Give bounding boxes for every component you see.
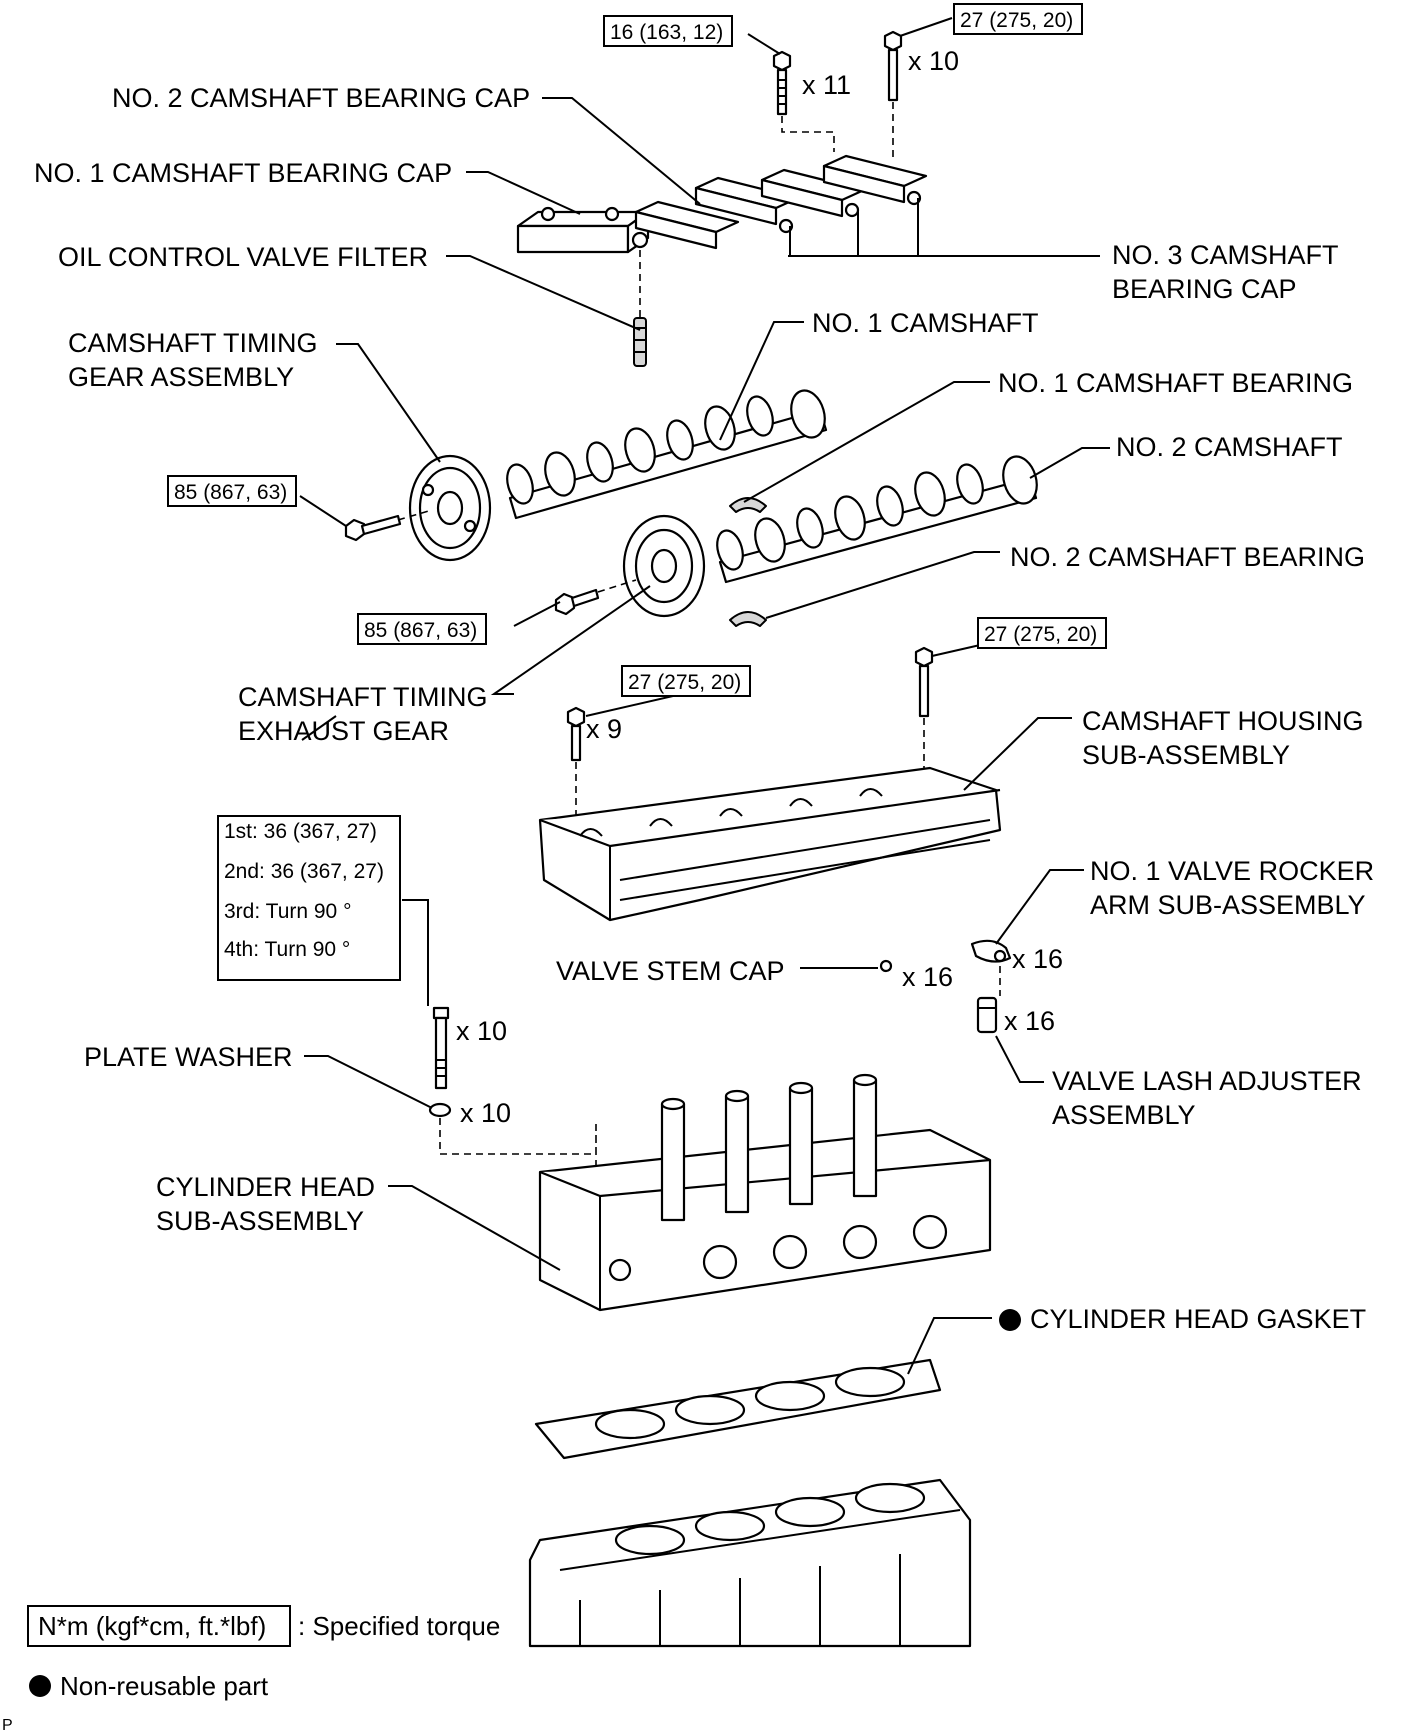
- label-valve-lash-adjuster-line1: VALVE LASH ADJUSTER: [1052, 1066, 1362, 1096]
- legend-non-reusable-dot: [29, 1675, 51, 1697]
- head-bolt-step-1: 1st: 36 (367, 27): [224, 820, 377, 843]
- oil-control-valve-filter: [633, 250, 647, 367]
- label-no3-camshaft-bearing-cap-line1: NO. 3 CAMSHAFT: [1112, 240, 1339, 270]
- label-camshaft-timing-gear-line2: GEAR ASSEMBLY: [68, 362, 294, 392]
- camshaft-bearing-2: [729, 611, 767, 627]
- label-camshaft-timing-gear-line1: CAMSHAFT TIMING: [68, 328, 318, 358]
- leader-lines: [299, 17, 1110, 1375]
- camshaft-bearing-1: [729, 497, 767, 513]
- label-cylinder-head-line1: CYLINDER HEAD: [156, 1172, 375, 1202]
- label-no1-valve-rocker-line1: NO. 1 VALVE ROCKER: [1090, 856, 1374, 886]
- label-no1-camshaft-bearing: NO. 1 CAMSHAFT BEARING: [998, 368, 1353, 398]
- timing-gear-exhaust: [622, 514, 706, 618]
- head-bolt-step-4: 4th: Turn 90 °: [224, 938, 350, 961]
- label-cylinder-head-gasket: CYLINDER HEAD GASKET: [1030, 1304, 1366, 1334]
- torque-box-16: 16 (163, 12): [603, 15, 733, 47]
- label-camshaft-timing-exhaust-gear-line1: CAMSHAFT TIMING: [238, 682, 488, 712]
- bolt-85-exhaust: [554, 588, 600, 616]
- head-bolt: [432, 1006, 450, 1090]
- torque-85-intake-label: 85 (867, 63): [174, 481, 287, 504]
- torque-box-85-exhaust: 85 (867, 63): [357, 613, 487, 645]
- label-oil-control-valve-filter: OIL CONTROL VALVE FILTER: [58, 242, 428, 272]
- bolt-85-intake: [344, 514, 402, 542]
- label-no1-camshaft-bearing-cap: NO. 1 CAMSHAFT BEARING CAP: [34, 158, 452, 188]
- torque-box-27-housing-right: 27 (275, 20): [977, 617, 1107, 649]
- torque-85-exhaust-label: 85 (867, 63): [364, 619, 477, 642]
- legend: N*m (kgf*cm, ft.*lbf) : Specified torque…: [27, 1605, 500, 1701]
- non-reusable-dot-gasket: [999, 1309, 1021, 1331]
- bearing-caps-group: [516, 154, 928, 254]
- corner-mark: P: [2, 1717, 13, 1734]
- label-plate-washer: PLATE WASHER: [84, 1042, 293, 1072]
- count-head-bolts: x 10: [456, 1016, 507, 1046]
- label-no1-valve-rocker-line2: ARM SUB-ASSEMBLY: [1090, 890, 1366, 920]
- count-valve-stem-caps: x 16: [902, 962, 953, 992]
- count-lash-adjusters: x 16: [1004, 1006, 1055, 1036]
- count-rocker-arms: x 16: [1012, 944, 1063, 974]
- cylinder-head-gasket: [534, 1358, 942, 1460]
- valve-stem-cap: [879, 959, 893, 973]
- label-valve-stem-cap: VALVE STEM CAP: [556, 956, 785, 986]
- count-top-27-bolts: x 10: [908, 46, 959, 76]
- rocker-arm: [970, 939, 1012, 963]
- legend-torque-units: N*m (kgf*cm, ft.*lbf): [38, 1611, 266, 1641]
- torque-box-85-intake: 85 (867, 63): [167, 475, 297, 507]
- bolt-27-top-group: [883, 30, 903, 102]
- bolt-leader-dash: [781, 102, 894, 162]
- count-bearing-cap-bolts: x 11: [802, 70, 851, 100]
- label-camshaft-housing-line2: SUB-ASSEMBLY: [1082, 740, 1290, 770]
- bolt-housing-left: [566, 706, 586, 762]
- label-no2-camshaft: NO. 2 CAMSHAFT: [1116, 432, 1343, 462]
- bolt-16-group: [772, 50, 792, 116]
- torque-16-label: 16 (163, 12): [610, 21, 723, 44]
- label-no2-camshaft-bearing: NO. 2 CAMSHAFT BEARING: [1010, 542, 1365, 572]
- count-plate-washers: x 10: [460, 1098, 511, 1128]
- camshaft-housing: [538, 766, 1002, 922]
- timing-gear-intake: [408, 454, 492, 562]
- bolt-housing-right: [914, 646, 934, 718]
- camshaft-1: [506, 389, 828, 520]
- cylinder-head: [538, 1073, 992, 1312]
- torque-27-housing-right-label: 27 (275, 20): [984, 623, 1097, 646]
- torque-box-27-top: 27 (275, 20): [953, 3, 1083, 35]
- label-no2-camshaft-bearing-cap: NO. 2 CAMSHAFT BEARING CAP: [112, 83, 530, 113]
- head-bolt-step-3: 3rd: Turn 90 °: [224, 900, 351, 923]
- torque-27-housing-left-label: 27 (275, 20): [628, 671, 741, 694]
- label-camshaft-housing-line1: CAMSHAFT HOUSING: [1082, 706, 1364, 736]
- label-no3-camshaft-bearing-cap-line2: BEARING CAP: [1112, 274, 1297, 304]
- legend-torque-box: [27, 1605, 291, 1647]
- label-cylinder-head-line2: SUB-ASSEMBLY: [156, 1206, 364, 1236]
- torque-box-27-housing-left: 27 (275, 20): [621, 665, 751, 697]
- label-camshaft-timing-exhaust-gear-line2: EXHAUST GEAR: [238, 716, 449, 746]
- legend-non-reusable-text: Non-reusable part: [60, 1671, 269, 1701]
- camshaft-2: [716, 455, 1038, 584]
- label-no1-camshaft: NO. 1 CAMSHAFT: [812, 308, 1039, 338]
- plate-washer: [428, 1102, 452, 1118]
- torque-27-top-label: 27 (275, 20): [960, 9, 1073, 32]
- label-valve-lash-adjuster-line2: ASSEMBLY: [1052, 1100, 1196, 1130]
- torque-box-head-bolt-steps: 1st: 36 (367, 27) 2nd: 36 (367, 27) 3rd:…: [217, 815, 401, 981]
- head-bolt-step-2: 2nd: 36 (367, 27): [224, 860, 384, 883]
- count-housing-bolts: x 9: [586, 714, 622, 744]
- cylinder-block: [528, 1478, 972, 1648]
- legend-torque-text: : Specified torque: [298, 1611, 500, 1641]
- lash-adjuster: [976, 996, 998, 1034]
